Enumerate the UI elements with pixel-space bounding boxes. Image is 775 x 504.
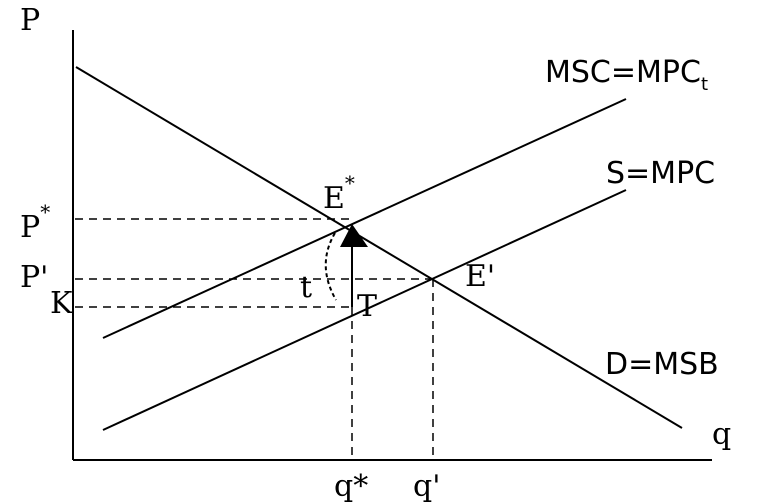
demand-label: D=MSB bbox=[605, 347, 719, 382]
supply-curve bbox=[102, 189, 627, 431]
tax-arrow-head bbox=[340, 224, 368, 247]
supply-label: S=MPC bbox=[606, 156, 715, 191]
e-prime-label: E' bbox=[465, 259, 495, 294]
msc-label: MSC=MPCt bbox=[545, 55, 708, 95]
msc-curve bbox=[102, 98, 627, 339]
e-star-label-main: E bbox=[323, 181, 345, 216]
x-axis-label: q bbox=[712, 417, 731, 452]
q-star-label: q* bbox=[334, 469, 368, 504]
p-star-label-main: P bbox=[20, 210, 40, 245]
e-star-label: E* bbox=[323, 171, 355, 216]
p-prime-label: P' bbox=[20, 260, 48, 295]
e-star-label-sup: * bbox=[345, 171, 355, 195]
tax-label: t bbox=[300, 270, 312, 305]
y-axis-label: P bbox=[20, 3, 40, 38]
p-star-label-sup: * bbox=[40, 200, 50, 224]
tax-bracket bbox=[324, 232, 337, 301]
q-prime-label: q' bbox=[413, 469, 440, 504]
demand-curve bbox=[75, 66, 683, 429]
t-point-label: T bbox=[357, 289, 377, 324]
msc-label-main: MSC=MPC bbox=[545, 55, 701, 90]
msc-label-subscript: t bbox=[701, 74, 708, 95]
k-label: K bbox=[50, 286, 73, 321]
p-star-label: P* bbox=[20, 200, 50, 245]
